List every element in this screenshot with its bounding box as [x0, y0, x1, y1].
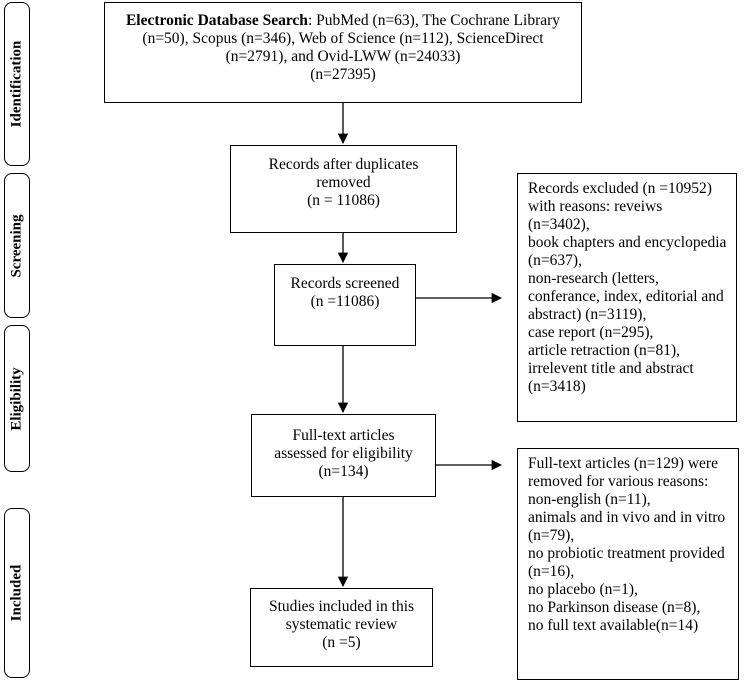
- removed-line-10: no full text available(n=14): [528, 617, 699, 634]
- included-line-1: Studies included in this: [268, 598, 415, 615]
- records-excluded-box: Records excluded (n =10952) with reasons…: [517, 173, 737, 422]
- removed-line-1: Full-text articles (n=129) were: [528, 455, 718, 472]
- duplicates-line-2: removed: [316, 174, 371, 191]
- excluded-line-9: case report (n=295),: [528, 324, 654, 341]
- full-text-removed-box: Full-text articles (n=129) were removed …: [517, 448, 739, 680]
- duplicates-removed-box: Records after duplicates removed (n = 11…: [230, 145, 457, 233]
- duplicates-line-1: Records after duplicates: [268, 156, 419, 173]
- excluded-line-2: with reasons: reveiws: [528, 198, 663, 215]
- duplicates-line-3: (n = 11086): [307, 192, 380, 209]
- excluded-line-12: (n=3418): [528, 378, 586, 395]
- excluded-line-3: (n=3402),: [528, 216, 590, 233]
- removed-line-3: non-english (n=11),: [528, 491, 651, 508]
- database-search-line-2: (n=50), Scopus (n=346), Web of Science (…: [142, 30, 544, 47]
- excluded-line-6: non-research (letters,: [528, 270, 659, 287]
- removed-line-6: no probiotic treatment provided: [528, 545, 725, 562]
- removed-line-4: animals and in vivo and in vitro: [528, 509, 726, 526]
- excluded-line-7: conferance, index, editorial and: [528, 288, 724, 305]
- stage-identification: Identification: [4, 2, 30, 166]
- removed-line-9: no Parkinson disease (n=8),: [528, 599, 701, 616]
- excluded-line-8: abstract) (n=3119),: [528, 306, 647, 323]
- removed-line-5: (n=79),: [528, 527, 575, 544]
- database-search-line-4: (n=27395): [310, 66, 376, 83]
- studies-included-box: Studies included in this systematic revi…: [250, 588, 433, 667]
- records-screened-box: Records screened (n =11086): [274, 264, 416, 346]
- database-search-title: Electronic Database Search: [125, 12, 308, 29]
- assessed-line-1: Full-text articles: [292, 427, 395, 444]
- excluded-line-10: article retraction (n=81),: [528, 342, 681, 359]
- included-line-3: (n =5): [322, 634, 361, 651]
- excluded-line-4: book chapters and encyclopedia: [528, 234, 727, 251]
- stage-screening: Screening: [4, 173, 30, 318]
- database-search-box: Electronic Database Search: PubMed (n=63…: [104, 2, 582, 103]
- excluded-line-5: (n=637),: [528, 252, 582, 269]
- removed-line-8: no placebo (n=1),: [528, 581, 638, 598]
- assessed-line-2: assessed for eligibility: [274, 445, 413, 462]
- full-text-assessed-box: Full-text articles assessed for eligibil…: [251, 414, 436, 497]
- excluded-line-1: Records excluded (n =10952): [528, 180, 712, 197]
- screened-line-1: Records screened: [290, 275, 400, 292]
- stage-included: Included: [4, 508, 30, 678]
- database-search-line-1: : PubMed (n=63), The Cochrane Library: [307, 12, 561, 29]
- removed-line-2: removed for various reasons:: [528, 473, 709, 490]
- stage-eligibility: Eligibility: [4, 325, 30, 472]
- removed-line-7: (n=16),: [528, 563, 575, 580]
- database-search-line-3: (n=2791), and Ovid-LWW (n=24033): [225, 48, 461, 65]
- assessed-line-3: (n=134): [318, 463, 369, 480]
- excluded-line-11: irrelevent title and abstract: [528, 360, 694, 377]
- screened-line-2: (n =11086): [310, 293, 380, 310]
- included-line-2: systematic review: [285, 616, 398, 633]
